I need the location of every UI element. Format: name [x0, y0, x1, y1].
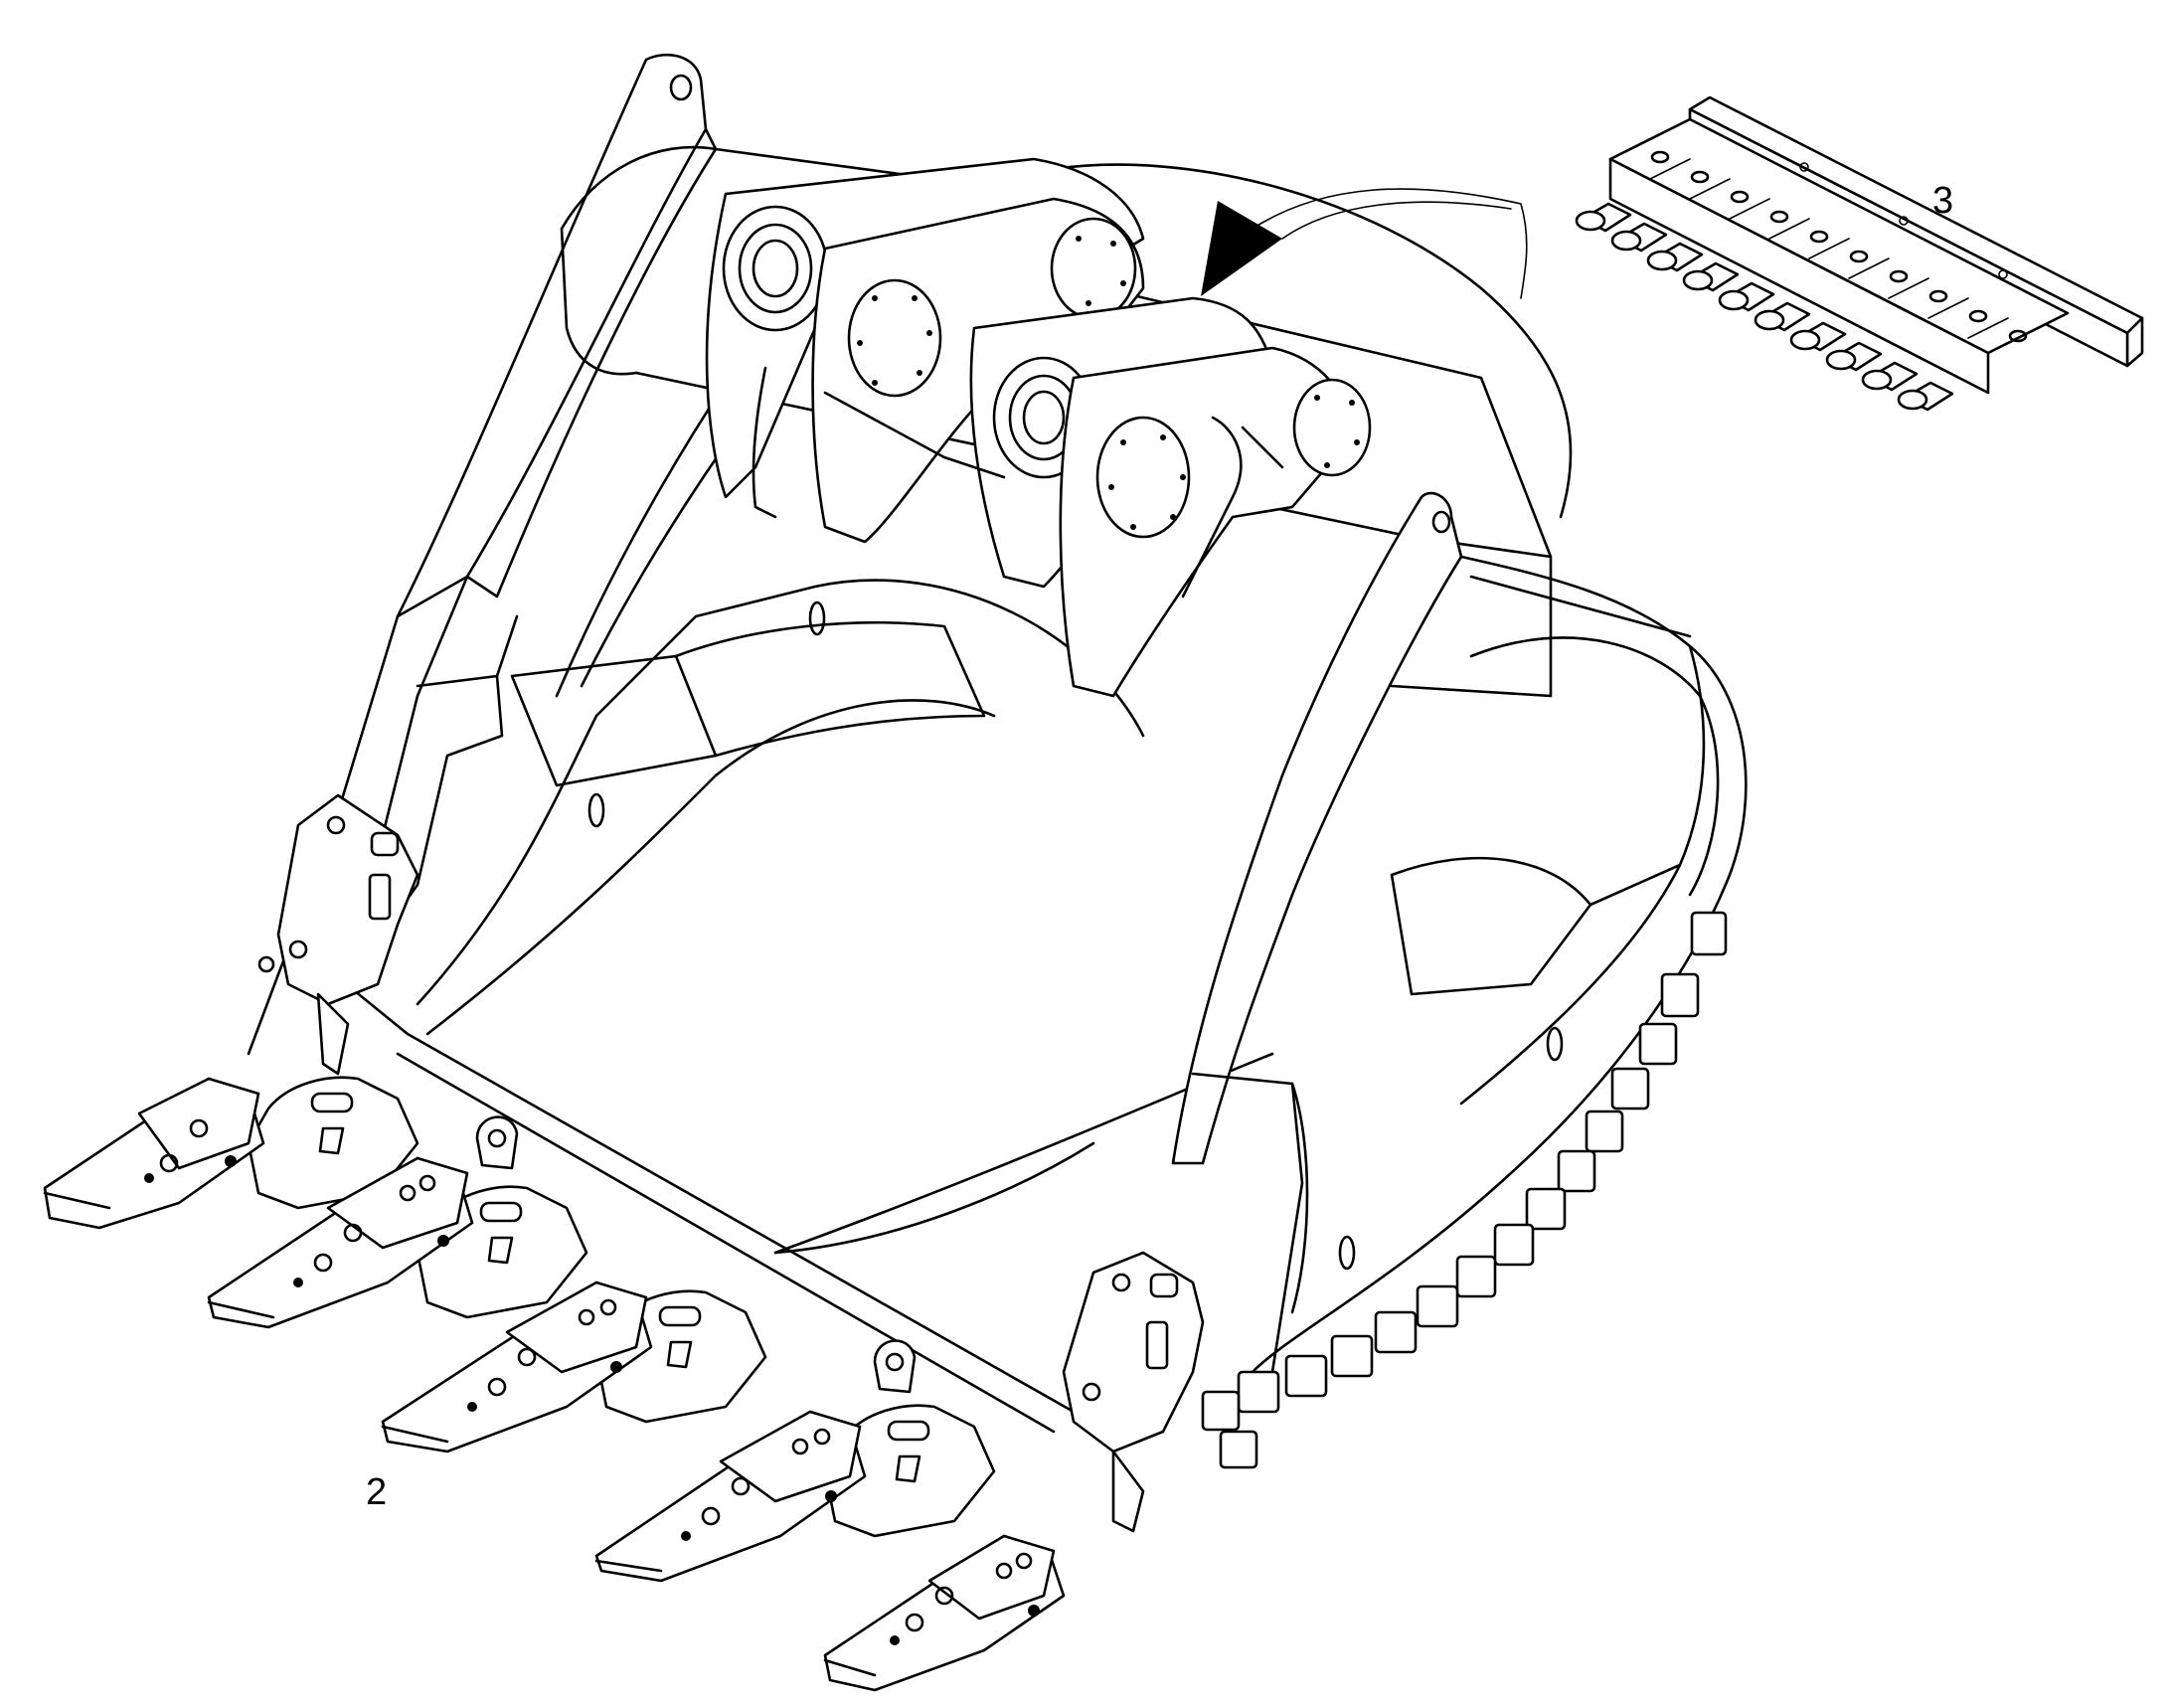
- left-corner-adapter: [257, 793, 419, 1076]
- callout-item-3: 3: [1932, 180, 1954, 222]
- right-side-plate: [1171, 491, 1748, 1374]
- lifting-eyes: [475, 1115, 917, 1394]
- grease-distribution-block: [1575, 95, 2144, 412]
- side-cutters: [1201, 911, 1728, 1469]
- tooth-5: [823, 1534, 1066, 1692]
- tooth-4: [594, 1410, 867, 1583]
- grease-outlets: [1575, 202, 1954, 412]
- right-corner-adapter: [1062, 1251, 1205, 1533]
- left-side-plate: [247, 53, 718, 1056]
- detail-arrow: [1201, 188, 1528, 299]
- hinge-boss-assembly: [560, 145, 1553, 698]
- callout-item-2: 2: [366, 1471, 388, 1513]
- bucket-teeth: [43, 1077, 1066, 1692]
- tooth-2: [207, 1156, 474, 1329]
- tooth-1: [43, 1077, 265, 1230]
- tooth-3: [381, 1281, 653, 1453]
